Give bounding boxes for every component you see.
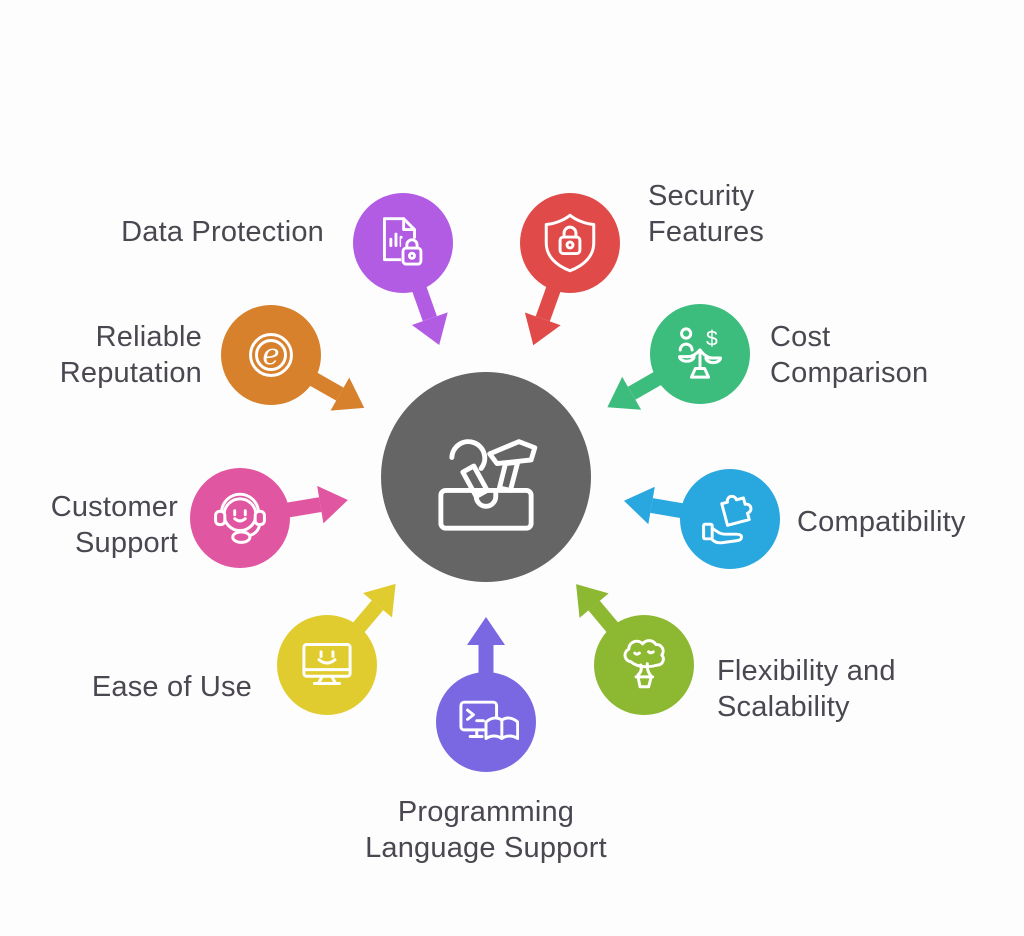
- node-programming-language-support: [436, 672, 536, 772]
- arrow-head: [317, 485, 348, 524]
- label-compatibility: Compatibility: [797, 506, 966, 538]
- label-reliable-reputation: Reliable Reputation: [59, 321, 202, 389]
- svg-text:$: $: [706, 327, 718, 350]
- arrow-head: [607, 376, 642, 410]
- node-security-features: [520, 193, 620, 293]
- arrow-head: [524, 312, 561, 346]
- balance-scale-person-dollar-icon: $: [678, 327, 722, 379]
- hub-circle: [381, 372, 591, 582]
- label-flexibility-scalability: Flexibility and Scalability: [717, 655, 896, 723]
- node-cost-comparison: $: [650, 304, 750, 404]
- node-ease-of-use: [277, 615, 377, 715]
- node-data-protection: [353, 193, 453, 293]
- node-reliable-reputation: e: [221, 305, 321, 405]
- arrow-head: [330, 377, 365, 411]
- svg-text:e: e: [262, 337, 279, 371]
- arrow-head: [363, 583, 396, 618]
- label-customer-support: Customer Support: [50, 491, 178, 559]
- label-programming-language-support: Programming Language Support: [365, 796, 607, 864]
- node-flexibility-scalability: [594, 615, 694, 715]
- label-data-protection: Data Protection: [121, 216, 324, 248]
- shield-lock-icon: [544, 213, 596, 273]
- monitor-code-book-icon: [459, 700, 519, 740]
- document-lock-icon: [383, 217, 424, 266]
- arrow-head: [623, 486, 655, 525]
- arrow-head: [467, 617, 505, 645]
- label-security-features: Security Features: [648, 180, 765, 248]
- arrow-head: [576, 584, 609, 618]
- headset-face-icon: [214, 492, 266, 544]
- node-customer-support: [190, 468, 290, 568]
- node-compatibility: [680, 469, 780, 569]
- toolbox-icon: [438, 439, 538, 531]
- hand-puzzle-icon: [702, 494, 753, 545]
- label-ease-of-use: Ease of Use: [91, 671, 252, 703]
- bonsai-tree-icon: [623, 639, 665, 689]
- arrow-head: [411, 312, 448, 346]
- emblem-e-icon: e: [249, 333, 293, 377]
- label-cost-comparison: Cost Comparison: [770, 321, 929, 389]
- monitor-smile-icon: [302, 643, 352, 685]
